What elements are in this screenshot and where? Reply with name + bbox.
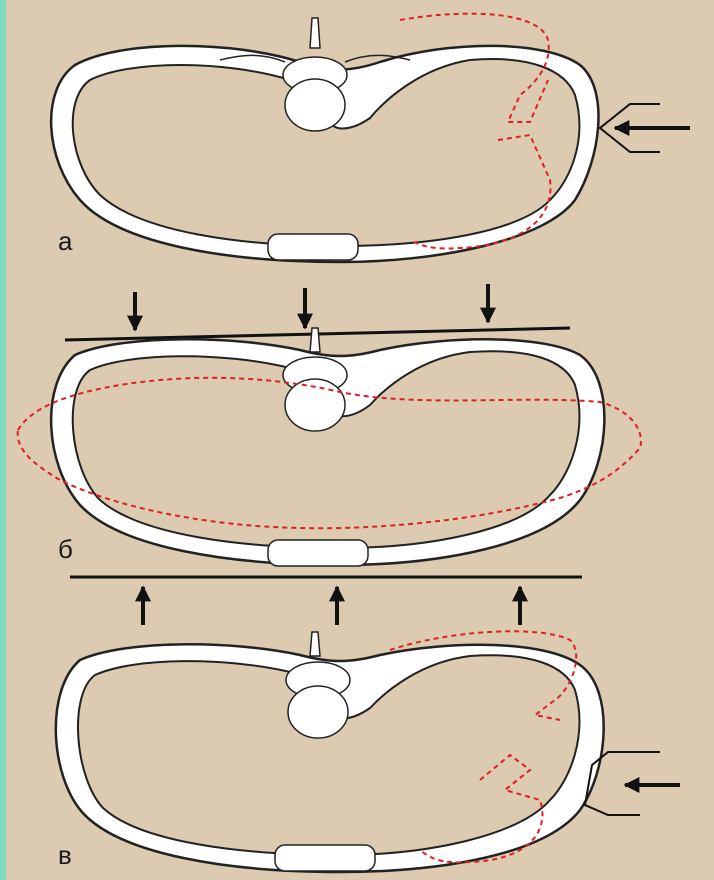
vertebra-icon — [286, 632, 350, 738]
panel-v — [56, 631, 680, 872]
panel-a — [51, 14, 690, 262]
panel-b — [18, 284, 641, 625]
panel-label-v: в — [58, 840, 72, 871]
force-arrow-icon — [600, 104, 690, 152]
force-arrow-icon — [135, 284, 488, 330]
vertebra-icon — [283, 328, 347, 431]
panel-label-a: а — [58, 226, 72, 257]
panel-label-b: б — [58, 534, 73, 565]
force-arrow-icon — [143, 587, 520, 625]
sternum-icon — [268, 234, 358, 260]
sternum-icon — [275, 845, 375, 871]
sternum-icon — [268, 540, 368, 566]
